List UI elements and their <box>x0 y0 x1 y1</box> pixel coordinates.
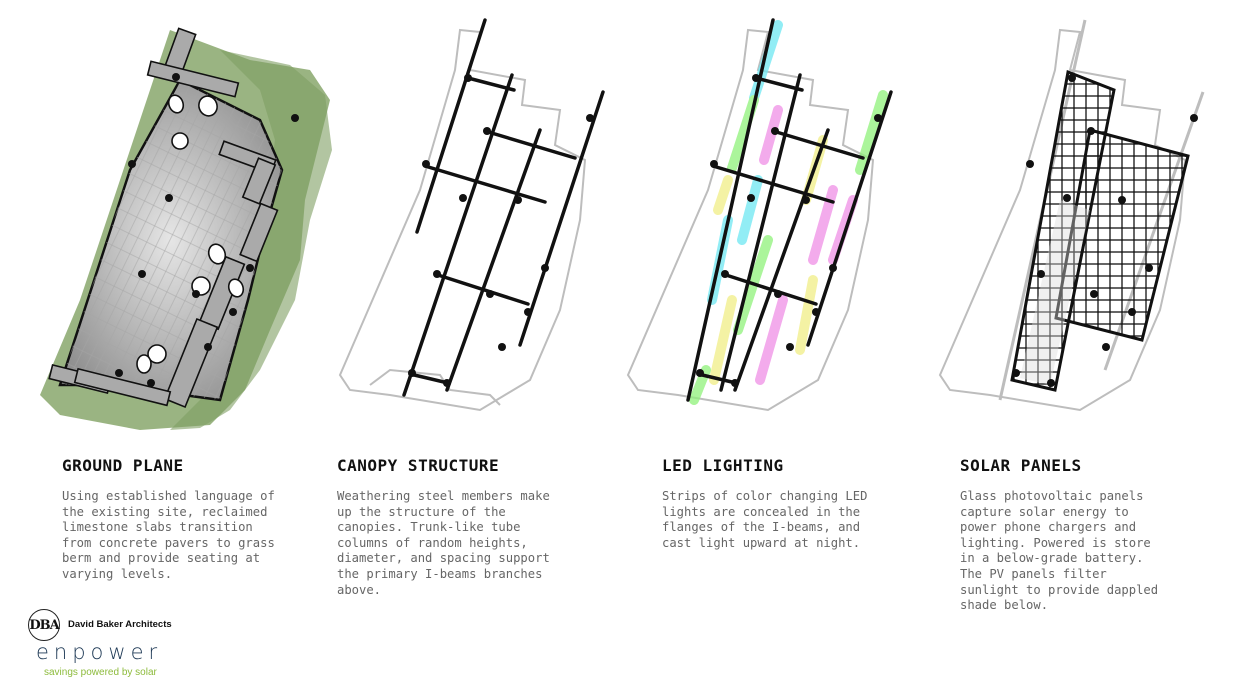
description-line: the existing site, reclaimed <box>62 504 268 519</box>
column-dots <box>696 74 882 387</box>
canopy-structure-diagram <box>330 0 630 450</box>
description-line: varying levels. <box>62 566 173 581</box>
product-tagline: savings powered by solar <box>44 667 157 678</box>
canopy-structure-description: Weathering steel members make up the str… <box>337 489 587 598</box>
description-line: limestone slabs transition <box>62 520 253 535</box>
grass-berm-edge <box>170 50 332 430</box>
dba-logo-icon: DBA <box>28 609 60 641</box>
solar-panels-diagram <box>930 0 1230 450</box>
description-line: from concrete pavers to grass <box>62 535 275 550</box>
site-ghost-outline <box>626 28 875 412</box>
description-line: power phone chargers and <box>960 520 1137 535</box>
limestone-slabs <box>48 27 279 409</box>
canopy-structure-title: CANOPY STRUCTURE <box>337 456 500 475</box>
led-lighting-description: Strips of color changing LED lights are … <box>662 489 912 551</box>
led-lighting-drawing <box>626 18 893 412</box>
solar-panels-title: SOLAR PANELS <box>960 456 1082 475</box>
description-line: above. <box>337 582 382 597</box>
description-line: diameter, and spacing support <box>337 551 550 566</box>
description-line: up the structure of the <box>337 504 506 519</box>
branding-block: DBA David Baker Architects enpower savin… <box>28 607 228 687</box>
description-line: The PV panels filter <box>960 566 1107 581</box>
product-logo: enpower <box>36 640 163 664</box>
description-line: capture solar energy to <box>960 504 1129 519</box>
solar-panels-description: Glass photovoltaic panels capture solar … <box>960 489 1210 614</box>
description-line: sunlight to provide dappled <box>960 582 1159 597</box>
paver-pattern <box>60 80 282 400</box>
description-line: Strips of color changing LED <box>662 489 868 503</box>
description-line: Glass photovoltaic panels <box>960 489 1144 503</box>
description-line: Weathering steel members make <box>337 489 550 503</box>
dba-logo-mark: DBA <box>29 617 59 633</box>
led-lighting-diagram <box>618 0 918 450</box>
description-line: shade below. <box>960 598 1049 613</box>
description-line: canopies. Trunk-like tube <box>337 520 521 535</box>
ground-plane-title: GROUND PLANE <box>62 456 184 475</box>
canopy-structure-drawing <box>338 18 605 412</box>
steel-beams <box>686 18 893 402</box>
description-line: Using established language of <box>62 489 275 503</box>
description-line: lighting. Powered is store <box>960 535 1151 550</box>
pv-panel-arrays <box>1010 69 1190 392</box>
firm-name: David Baker Architects <box>68 619 172 630</box>
ground-plane-diagram <box>20 0 340 450</box>
ground-plane-drawing <box>40 27 332 430</box>
description-line: cast light upward at night. <box>662 535 861 550</box>
steel-beams <box>402 18 605 397</box>
description-line: in a below-grade battery. <box>960 551 1144 566</box>
column-dots <box>408 74 594 387</box>
led-lighting-title: LED LIGHTING <box>662 456 784 475</box>
seating-stones <box>136 94 245 374</box>
description-line: flanges of the I-beams, and <box>662 520 861 535</box>
description-line: columns of random heights, <box>337 535 528 550</box>
tree-column-dots <box>115 73 299 387</box>
description-line: lights are concealed in the <box>662 504 861 519</box>
description-line: berm and provide seating at <box>62 551 261 566</box>
column-dots <box>1012 74 1198 387</box>
description-line: the primary I-beams branches <box>337 566 543 581</box>
solar-panels-drawing <box>938 19 1205 412</box>
ground-plane-description: Using established language of the existi… <box>62 489 312 583</box>
